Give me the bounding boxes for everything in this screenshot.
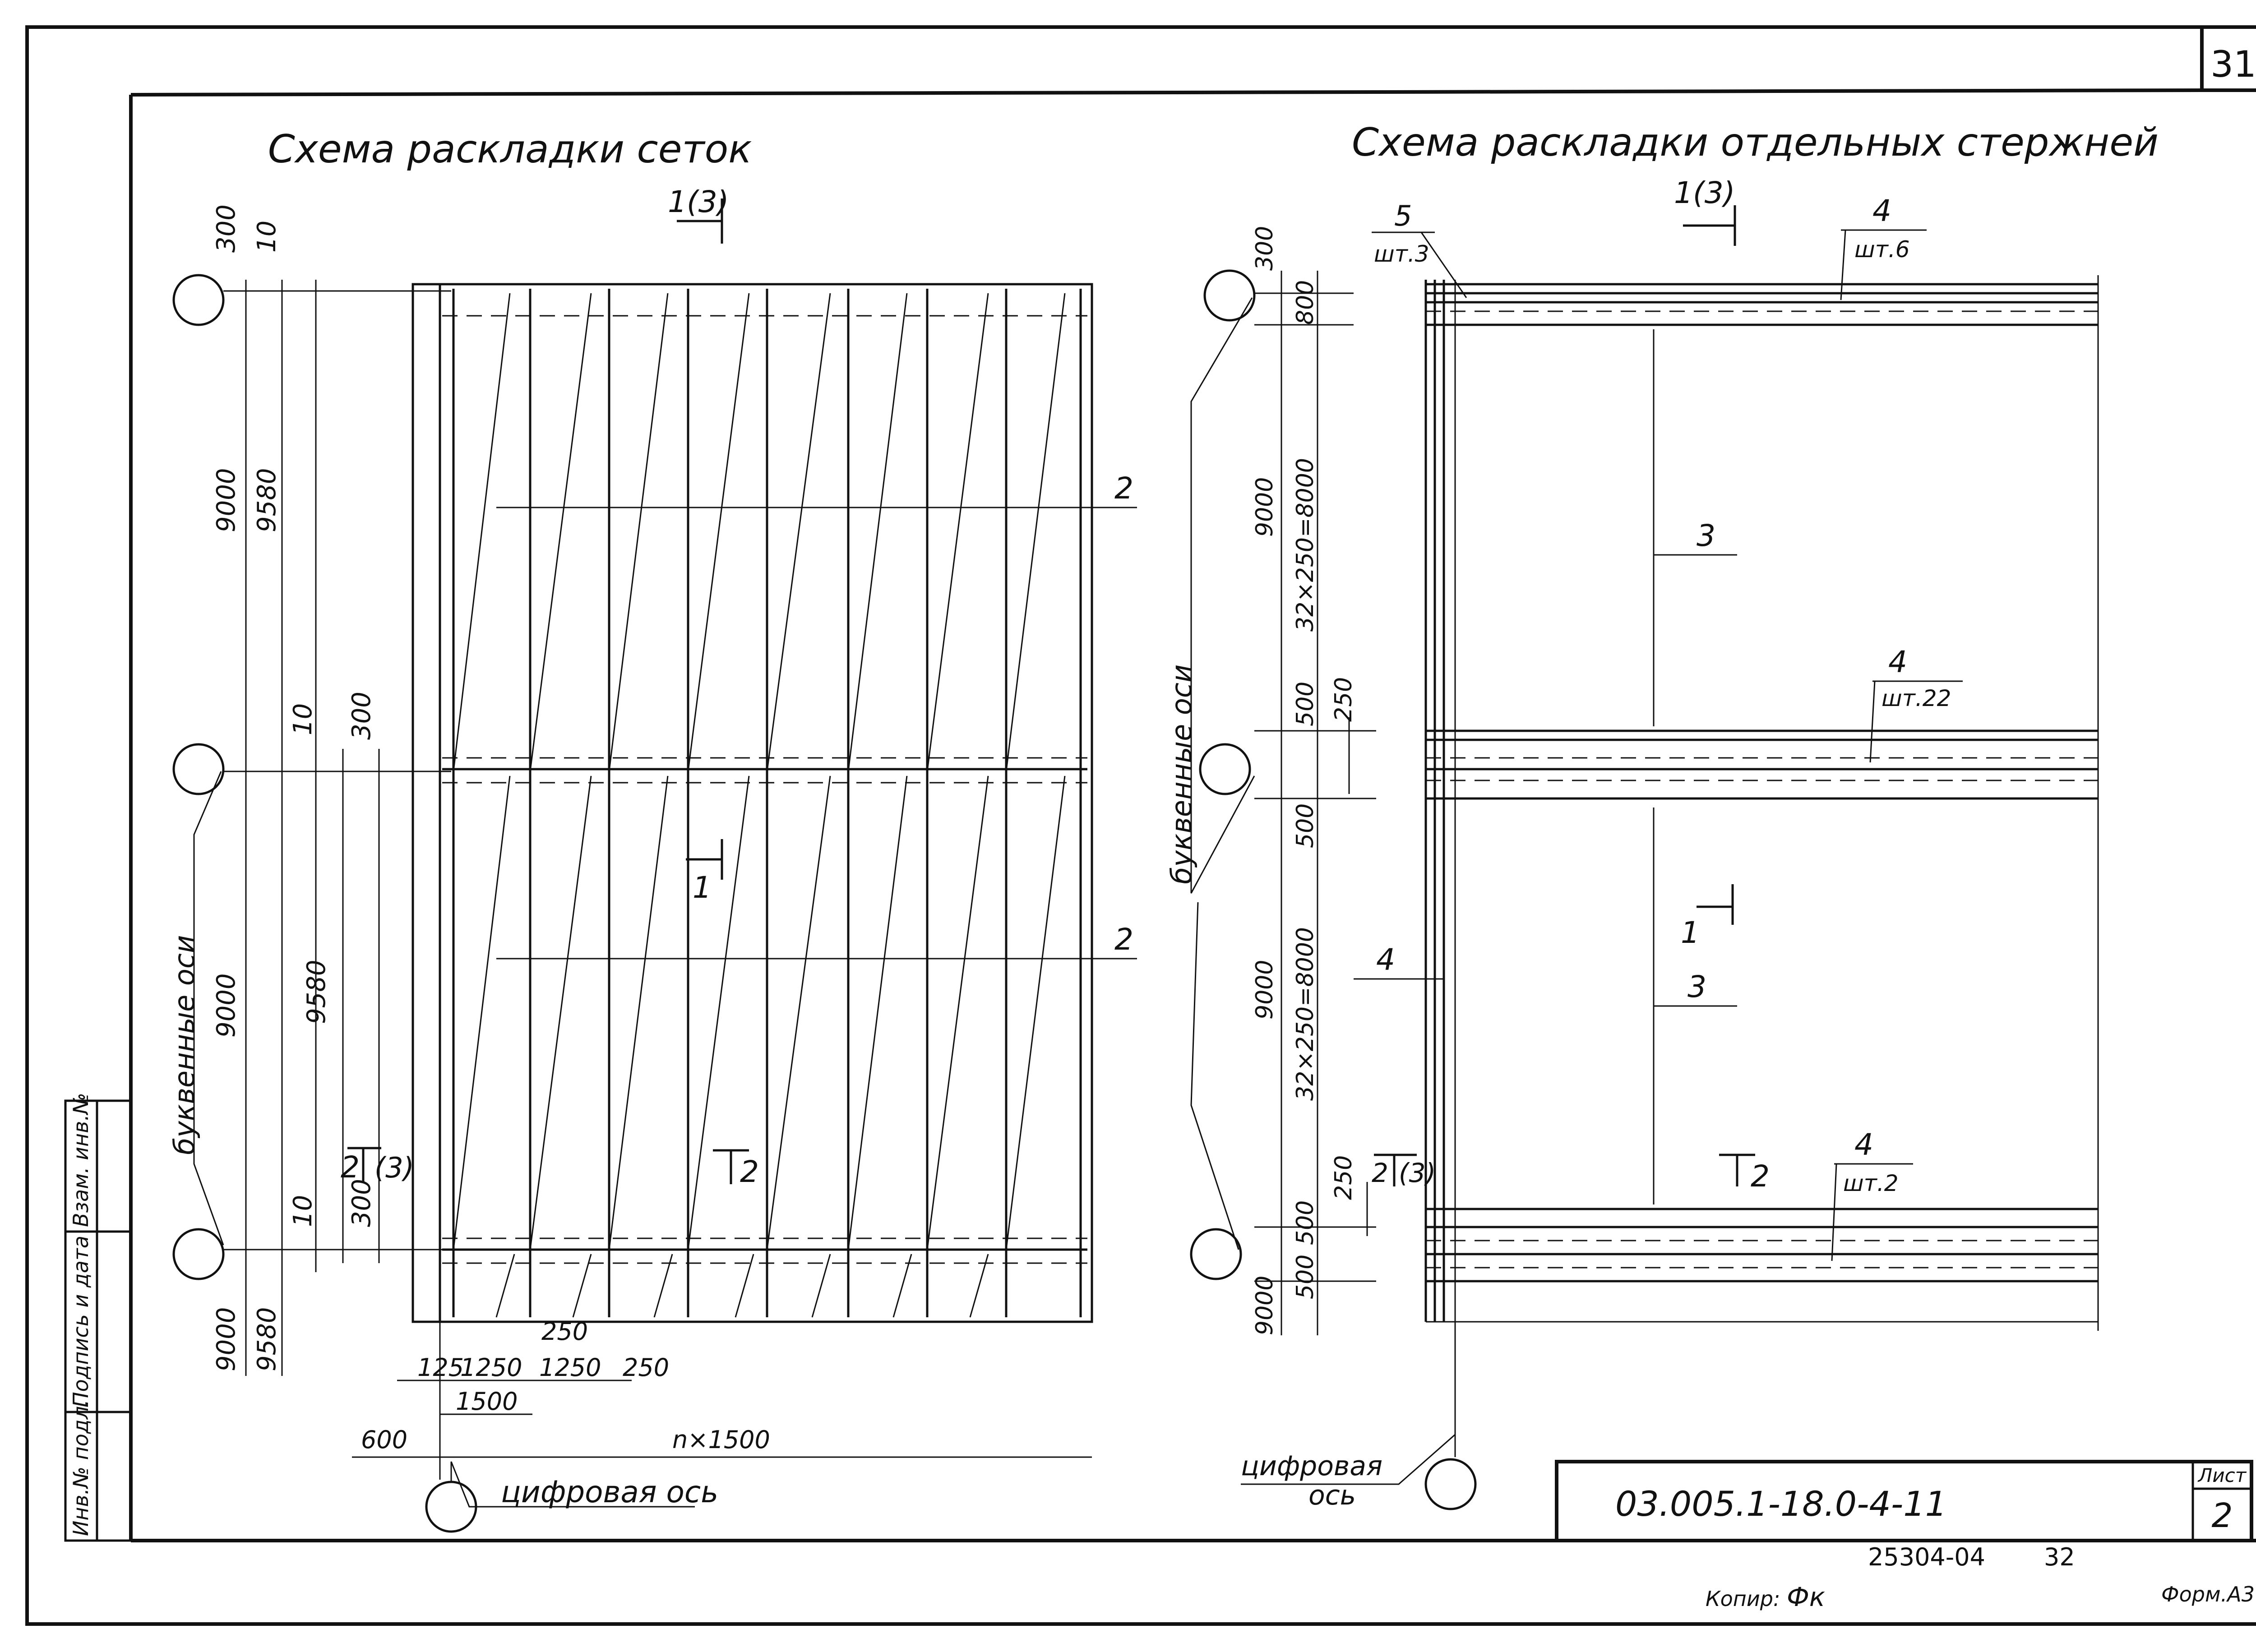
left-section-left: 2 [341,1150,360,1185]
dim-l-250-a: 250 [541,1317,588,1346]
right-title: Схема раскладки отдельных стержней [1352,120,2159,165]
left-section-top: 1(3) [668,185,729,219]
right-pos-3b: 3 [1687,969,1706,1004]
footer-copied-sign: Фк [1787,1582,1825,1612]
left-section-left-ref: (3) [374,1151,414,1184]
dim-r-500-d: 500 [1292,1255,1319,1299]
dim-l-9000-c: 9000 [212,1307,241,1371]
left-axis-circle-mid [172,743,225,795]
right-section-low: 2 [1751,1159,1770,1194]
left-mesh-diagonals [453,293,1066,1318]
dim-l-10-top: 10 [252,221,282,253]
footer-format: Форм.А3 [2161,1582,2255,1606]
stamp-vzam-inv: Взам. инв.№ [69,1093,93,1227]
dim-r-500-c: 500 [1292,1200,1319,1245]
right-axis-circle-top [1203,269,1256,322]
right-digital-axis-circle [1424,1458,1477,1510]
right-section-top: 1(3) [1674,175,1735,210]
dim-l-9000-a: 9000 [212,468,241,532]
right-pos-4-low: 4 [1854,1127,1873,1162]
dim-l-125: 125 [417,1353,464,1382]
dim-l-300-top: 300 [212,204,241,253]
dim-r-9000-b: 9000 [1251,960,1278,1020]
right-scheme: Схема раскладки отдельных стержней 1(3) … [1165,120,2159,1511]
dim-r-250-b: 250 [1330,1155,1357,1200]
title-block-sheet-value: 2 [2211,1496,2233,1535]
right-axis-circle-bottom [1190,1228,1242,1280]
right-pos-4-top: 4 [1872,194,1891,228]
right-pos-4-mid-qty: шт.22 [1882,685,1951,711]
left-digital-axis: цифровая ось [501,1475,718,1509]
dim-l-1250-b: 1250 [539,1353,601,1382]
left-axis-label: буквенные оси [168,935,201,1155]
right-section-left: 2 [1372,1158,1388,1188]
dim-r-500-a: 500 [1292,682,1319,726]
footer-copied: Копир: [1706,1587,1780,1611]
left-title: Схема раскладки сеток [268,127,752,172]
dim-l-n1500: n×1500 [672,1426,770,1454]
dim-l-9580-c: 9580 [252,1307,282,1371]
dim-l-10-mid: 10 [288,703,318,735]
left-axis-circle-top [172,274,225,326]
dim-l-9580-b: 9580 [302,960,331,1024]
footer: 25304-04 32 Копир: Фк Форм.А3 [1706,1543,2255,1612]
left-leader-2b: 2 [1114,922,1133,957]
right-pos-4-top-qty: шт.6 [1854,236,1910,263]
right-axis-circle-mid [1199,743,1251,795]
stamp-signature-date: Подпись и дата [69,1236,93,1407]
stamp-inv-podl: Инв.№ подл. [69,1399,93,1536]
dim-l-300-bot: 300 [347,1179,376,1227]
right-pos-4-low-qty: шт.2 [1843,1170,1899,1196]
side-stamp: Инв.№ подл. Подпись и дата Взам. инв.№ [64,1093,132,1542]
left-mesh-columns [452,289,1082,1317]
dim-r-300: 300 [1251,226,1278,271]
left-leader-2a: 2 [1114,471,1133,506]
left-axis-circle-bottom [172,1228,225,1280]
dim-r-250-a: 250 [1330,677,1357,722]
footer-order-page: 32 [2044,1543,2075,1571]
sheet-number-top: 31 [2210,43,2256,85]
left-scheme: Схема раскладки сеток 1(3) 300 10 9000 9… [168,127,1137,1533]
right-digital-axis-2: ось [1308,1480,1356,1511]
dim-r-9000-c: 9000 [1251,1276,1278,1335]
dim-l-300-mid: 300 [347,692,376,740]
dim-l-1500: 1500 [456,1387,518,1416]
title-block-code: 03.005.1-18.0-4-11 [1615,1484,1947,1524]
dim-l-250-b: 250 [623,1353,669,1382]
dim-l-1250-a: 1250 [460,1353,522,1382]
dim-r-8000-a: 32×250=8000 [1292,458,1319,632]
right-digital-axis-1: цифровая [1241,1450,1382,1482]
dim-r-9000-a: 9000 [1251,477,1278,537]
right-pos-4-mid: 4 [1888,645,1907,679]
sheet-border: 31 [25,25,2256,1626]
right-pos-3a: 3 [1697,518,1715,553]
footer-order: 25304-04 [1868,1543,1985,1571]
right-pos-5: 5 [1394,199,1412,232]
left-section-mid: 1 [693,870,712,905]
dim-l-9580-a: 9580 [252,468,282,532]
right-pos-5-qty: шт.3 [1374,241,1429,267]
dim-r-800: 800 [1292,280,1319,325]
right-axis-label: буквенные оси [1165,664,1198,884]
left-section-low: 2 [740,1154,759,1189]
dim-r-8000-b: 32×250=8000 [1292,927,1319,1101]
title-block-sheet-label: Лист [2197,1464,2247,1486]
dim-r-500-b: 500 [1292,803,1319,848]
right-section-left-ref: (3) [1399,1158,1436,1188]
dim-l-9000-b: 9000 [212,973,241,1038]
right-pos-4-left: 4 [1376,942,1395,977]
right-section-mid: 1 [1681,915,1700,950]
dim-l-600: 600 [361,1426,407,1454]
title-block: 03.005.1-18.0-4-11 Лист 2 [1555,1460,2253,1542]
dim-l-10-bot: 10 [288,1195,318,1227]
